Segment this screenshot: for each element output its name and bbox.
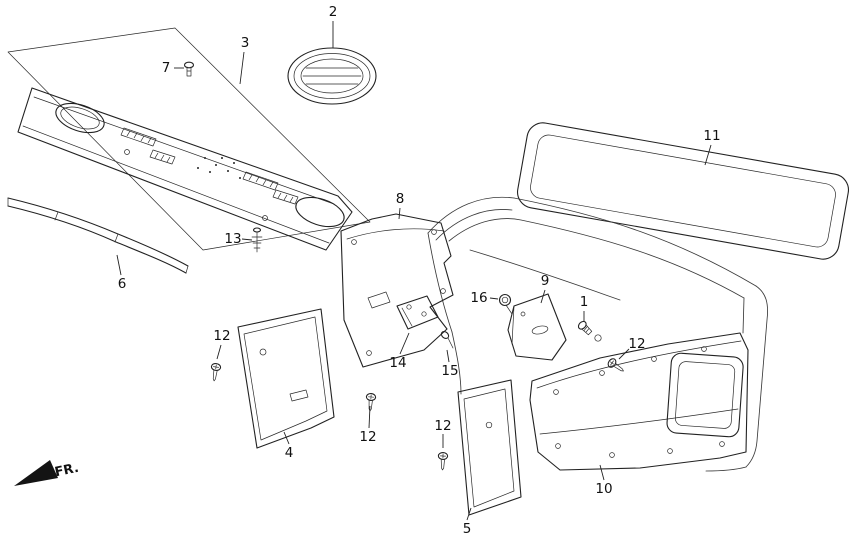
- callout-leader-9: [540, 289, 546, 304]
- callout-label-11: 11: [703, 128, 720, 144]
- callout-leader-12a: [216, 344, 222, 360]
- screw-fastener-12: [364, 392, 377, 412]
- callout-leader-8: [398, 207, 401, 220]
- speaker-hole-left: [55, 102, 105, 134]
- vent-slot: [149, 149, 176, 165]
- callout-label-7: 7: [162, 60, 171, 76]
- callout-leader-12b: [368, 405, 371, 429]
- trunk-seal: [516, 122, 850, 260]
- side-lining-panel-8: [340, 213, 454, 368]
- callout-leader-14: [399, 332, 410, 355]
- callout-label-15: 15: [441, 363, 458, 379]
- grommet-16: [498, 293, 513, 315]
- callout-label-9: 9: [541, 273, 550, 289]
- vent-slot: [272, 189, 299, 205]
- callout-label-12c: 12: [434, 418, 451, 434]
- callout-leader-11: [704, 144, 712, 166]
- callout-label-2: 2: [329, 4, 338, 20]
- screw-fastener-12: [208, 362, 222, 383]
- callout-leader-6: [116, 254, 122, 276]
- corner-panel-9: [507, 293, 567, 361]
- fr-arrow-icon: [14, 460, 58, 486]
- callout-label-12a: 12: [213, 328, 230, 344]
- callout-label-4: 4: [285, 445, 294, 461]
- tray-hole: [262, 215, 268, 221]
- callout-label-5: 5: [463, 521, 472, 537]
- callout-leader-16: [489, 297, 499, 300]
- callout-label-12b: 12: [359, 429, 376, 445]
- quarter-trim-panel-10: [529, 332, 749, 471]
- callout-leaders: [116, 21, 712, 521]
- callout-leader-15: [446, 349, 450, 363]
- callout-leader-13: [241, 238, 253, 241]
- callout-leader-3: [239, 51, 245, 85]
- quarter-panel-4: [237, 308, 335, 449]
- callout-label-6: 6: [118, 276, 127, 292]
- callout-label-3: 3: [241, 35, 250, 51]
- stud-fastener-15: [440, 331, 454, 349]
- vent-slot: [120, 127, 157, 147]
- mounting-bracket-14: [396, 295, 439, 330]
- trim-strip: [7, 197, 189, 274]
- center-panel-5: [457, 379, 522, 516]
- callout-label-12d: 12: [628, 336, 645, 352]
- callout-leader-4: [283, 431, 290, 445]
- callout-label-13: 13: [224, 231, 241, 247]
- speaker-grille: [287, 47, 377, 105]
- washer: [594, 334, 602, 342]
- bolt-fastener-7: [183, 61, 195, 77]
- tray-hole: [124, 149, 130, 155]
- callout-label-8: 8: [396, 191, 405, 207]
- speaker-hole-right: [295, 196, 345, 228]
- car-body-outline: [427, 196, 768, 472]
- callout-label-1: 1: [580, 294, 589, 310]
- perspective-frame: [7, 27, 371, 251]
- callout-leader-10: [599, 464, 605, 481]
- callout-leader-5: [466, 507, 472, 521]
- callout-label-16: 16: [470, 290, 487, 306]
- callout-label-14: 14: [389, 355, 406, 371]
- tray-speckles: [197, 157, 241, 179]
- rear-tray-panel: [17, 87, 353, 251]
- bolt-fastener-1: [577, 320, 602, 342]
- screw-fastener-12: [606, 356, 627, 376]
- fr-label: FR.: [53, 461, 80, 481]
- clip-fastener-13: [251, 227, 263, 253]
- callout-leader-12d: [618, 348, 630, 360]
- side-pocket: [666, 352, 744, 438]
- screw-fastener-12: [437, 451, 449, 471]
- callout-label-10: 10: [595, 481, 612, 497]
- vent-slot: [242, 171, 279, 191]
- fr-direction-indicator: FR.: [14, 460, 80, 486]
